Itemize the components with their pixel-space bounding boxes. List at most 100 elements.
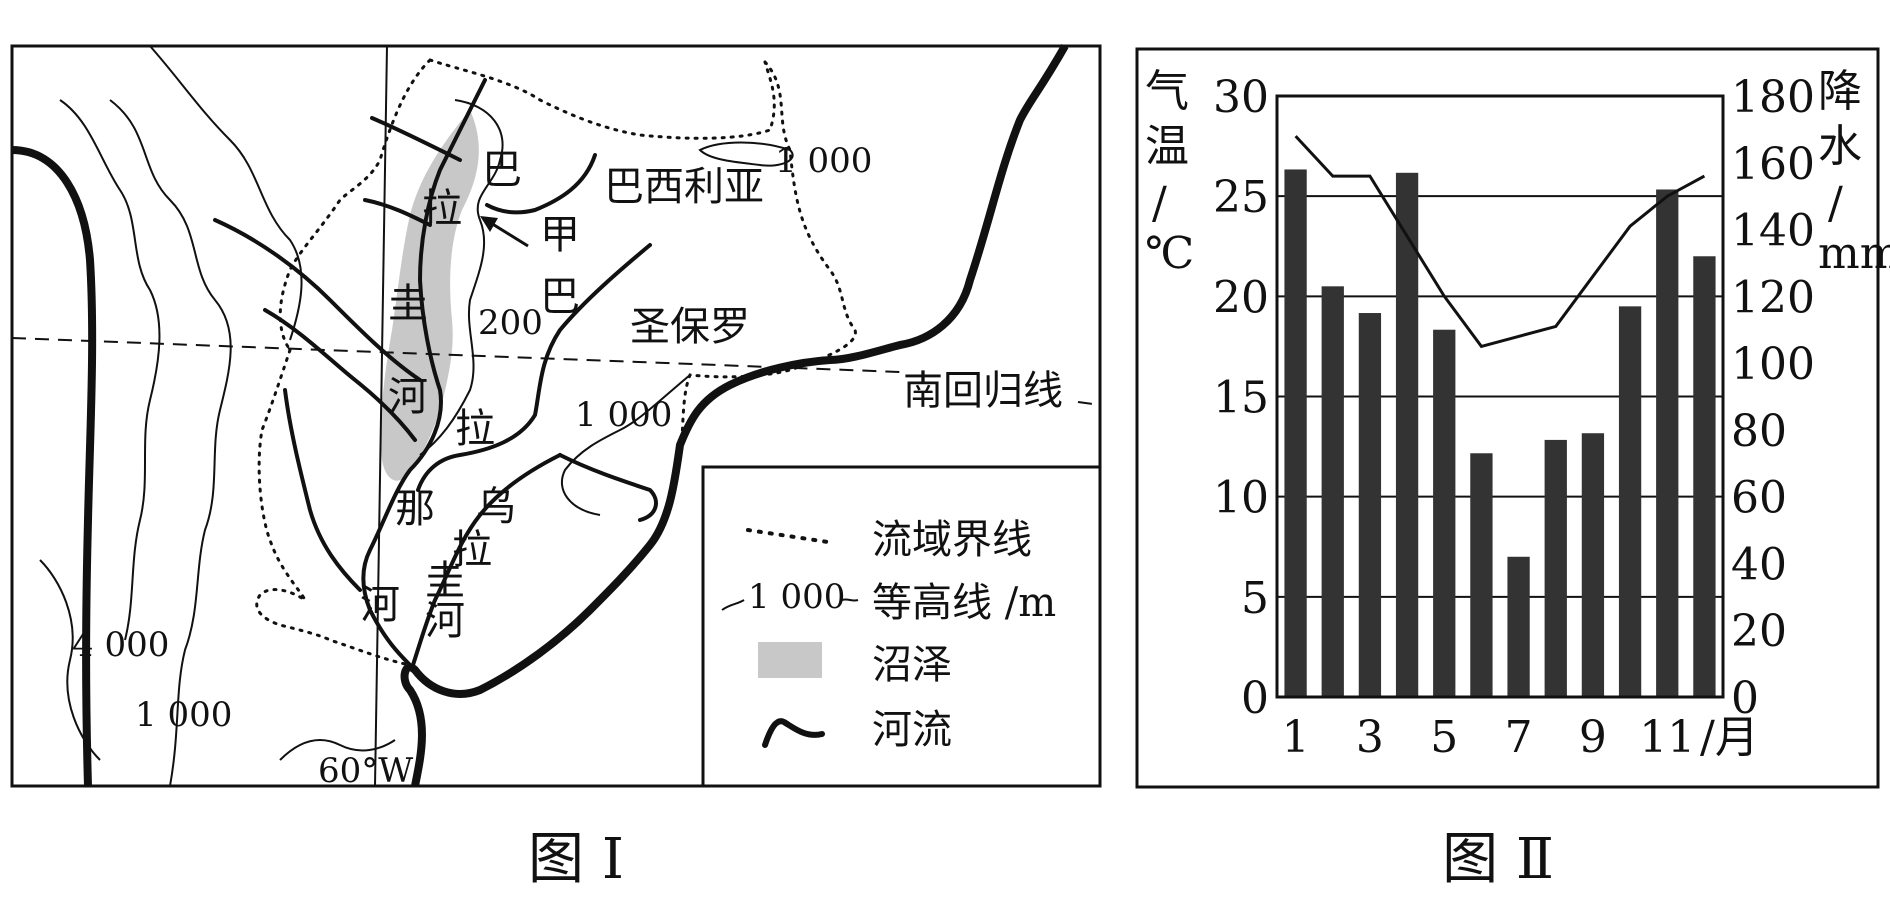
label-uruguay-2: 拉 (452, 527, 492, 573)
x-tick-label: 11 (1639, 712, 1695, 763)
right-tick-label: 100 (1731, 339, 1815, 390)
pilcomayo-river (213, 218, 422, 382)
label-contour-1000-sw: 1 000 (135, 695, 232, 735)
precipitation-bar-2 (1321, 286, 1344, 697)
legend-watershed-symbol (746, 528, 830, 544)
contour-andes-2 (149, 45, 303, 341)
marsh-area (380, 110, 479, 481)
x-tick-label: 9 (1579, 712, 1607, 763)
precipitation-bar-9 (1581, 433, 1605, 697)
label-tropic: 南回归线 (903, 368, 1063, 414)
map-legend: 流域界线 1 000 等高线 /m 沼泽 河流 (701, 465, 1102, 788)
right-axis-title-1: 降 (1818, 66, 1862, 117)
legend-river-label: 河流 (872, 707, 952, 753)
left-tick-label: 30 (1213, 72, 1269, 123)
contour-1000-sw (279, 739, 396, 761)
right-tick-label: 120 (1731, 272, 1815, 323)
contours (39, 45, 794, 787)
precipitation-bar-8 (1544, 439, 1567, 697)
legend-contour-sample: 1 000 (748, 577, 845, 617)
precipitation-bars (1284, 169, 1716, 698)
x-axis-unit: /月 (1700, 712, 1759, 763)
western-coast (11, 146, 97, 787)
contour-1000-center (560, 374, 691, 516)
precipitation-bar-6 (1470, 453, 1493, 697)
right-tick-label: 40 (1731, 539, 1787, 590)
left-tick-label: 10 (1213, 473, 1269, 524)
label-brasilia: 巴西利亚 (604, 164, 764, 210)
tropic-of-capricorn-end (1077, 401, 1101, 406)
label-paraguay-2: 拉 (422, 186, 462, 232)
label-contour-1000-center: 1 000 (575, 395, 672, 435)
uruguay-trib (558, 453, 658, 522)
right-tick-label: 140 (1731, 206, 1815, 257)
label-jia: 甲 (540, 212, 580, 258)
contour-andes-3 (59, 99, 161, 641)
parana-river (416, 243, 652, 492)
right-axis-ticks: 0 20 40 60 80 100 120 140 160 180 (1731, 72, 1815, 724)
label-contour-4000: 4 000 (72, 625, 169, 665)
arrow-jia-head (480, 216, 498, 232)
label-paraguay-1: 巴 (482, 147, 522, 193)
contour-4000 (39, 559, 101, 761)
legend-contour-symbol (721, 598, 859, 611)
left-tick-label: 20 (1213, 272, 1269, 323)
contour-200 (419, 99, 504, 456)
right-tick-label: 180 (1731, 72, 1815, 123)
precipitation-bar-4 (1395, 172, 1419, 698)
label-sao-paulo: 圣保罗 (630, 304, 750, 350)
left-axis-title-2: 温 (1145, 121, 1189, 172)
precipitation-bar-3 (1358, 313, 1382, 697)
label-contour-1000-ne: 1 000 (775, 141, 872, 181)
paraguay-river (361, 78, 487, 667)
legend-marsh-symbol (758, 642, 822, 678)
x-tick-label: 3 (1356, 712, 1384, 763)
left-tick-label: 5 (1241, 573, 1269, 624)
contour-1000-ne (698, 141, 794, 167)
map-figure: 巴 拉 圭 河 甲 巴 拉 那 河 乌 拉 圭 河 巴西利亚 圣保罗 南回归线 … (10, 44, 1102, 892)
label-uruguay-3: 圭 (425, 558, 465, 604)
right-tick-label: 80 (1731, 406, 1787, 457)
right-axis-title-2: 水 (1818, 121, 1862, 172)
legend-marsh-label: 沼泽 (872, 642, 952, 688)
brasilia-river (485, 153, 597, 215)
precipitation-bar-7 (1507, 556, 1530, 697)
x-tick-label: 5 (1430, 712, 1458, 763)
label-parana-3: 那 (395, 486, 435, 532)
left-tick-label: 0 (1241, 673, 1269, 724)
precipitation-bar-10 (1618, 306, 1642, 697)
temperature-line (1294, 135, 1706, 349)
x-tick-label: 7 (1505, 712, 1533, 763)
left-axis-title-4: ℃ (1145, 228, 1194, 279)
coastline (400, 44, 1069, 787)
label-meridian-60w: 60°W (318, 751, 413, 791)
left-axis-title-3: / (1152, 178, 1167, 229)
label-uruguay-4: 河 (425, 598, 465, 644)
precipitation-bar-11 (1656, 189, 1679, 697)
label-parana-1: 巴 (540, 274, 580, 320)
label-parana-2: 拉 (455, 406, 495, 452)
x-tick-label: 1 (1282, 712, 1310, 763)
label-paraguay-4: 河 (388, 374, 428, 420)
right-tick-label: 160 (1731, 139, 1815, 190)
label-parana-4: 河 (360, 582, 400, 628)
right-axis-title-3: / (1828, 178, 1843, 229)
plot-border (1275, 94, 1725, 699)
legend-river-symbol (762, 718, 825, 748)
watershed-boundary (255, 58, 857, 667)
right-tick-label: 60 (1731, 473, 1787, 524)
left-axis-title-1: 气 (1145, 66, 1189, 117)
left-tick-label: 25 (1213, 172, 1269, 223)
right-tick-label: 20 (1731, 606, 1787, 657)
precipitation-bar-12 (1693, 256, 1716, 697)
precipitation-bar-1 (1284, 169, 1307, 697)
paraguay-tributary-2 (363, 198, 432, 227)
tropic-of-capricorn (11, 337, 901, 373)
chart-caption: 图 Ⅱ (1442, 827, 1554, 892)
legend-watershed-label: 流域界线 (872, 517, 1032, 563)
right-tick-label: 0 (1731, 673, 1759, 724)
contour-andes-1 (109, 99, 232, 787)
label-contour-200: 200 (478, 303, 543, 343)
